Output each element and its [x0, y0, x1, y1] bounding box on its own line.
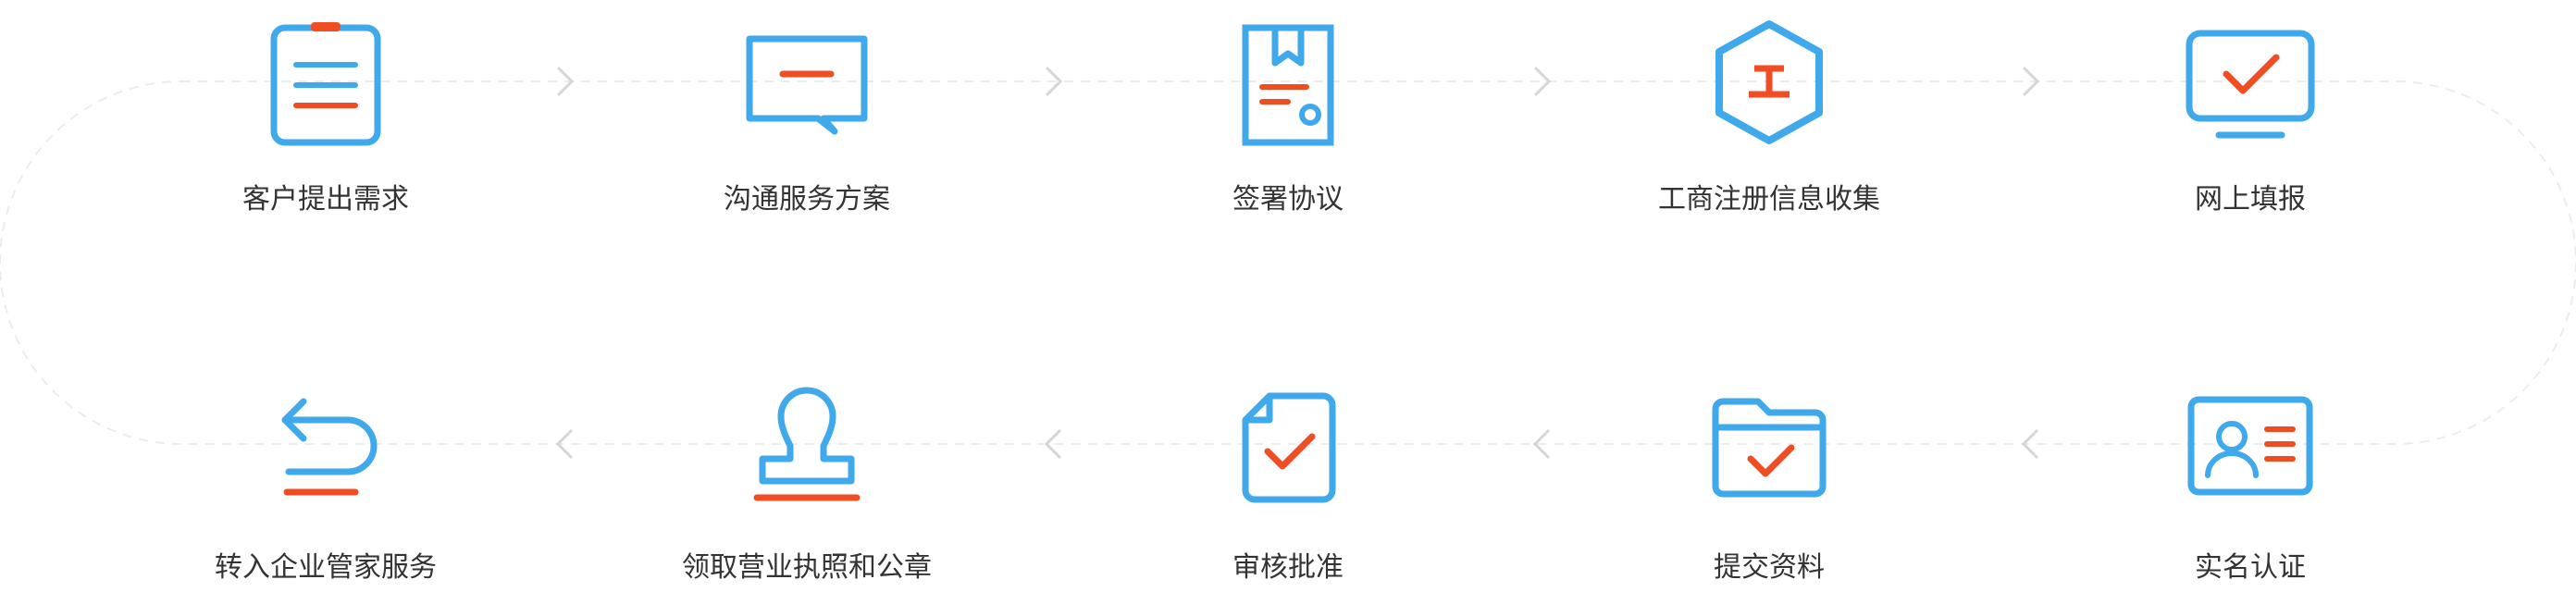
step-label: 审核批准	[1232, 551, 1344, 584]
chevron-right-icon	[1533, 66, 1552, 97]
chevron-right-icon	[2022, 66, 2040, 97]
chevron-left-icon	[555, 428, 574, 460]
step-label: 沟通服务方案	[724, 183, 890, 216]
chevron-left-icon	[1532, 428, 1551, 460]
chevron-right-icon	[1045, 66, 1063, 97]
step-label: 转入企业管家服务	[215, 551, 437, 584]
return-arrow-icon	[281, 398, 378, 496]
clipboard-list-icon	[270, 22, 381, 146]
step-label: 工商注册信息收集	[1658, 183, 1880, 216]
folder-check-icon	[1712, 398, 1827, 498]
document-check-icon	[1242, 392, 1336, 503]
step-label: 实名认证	[2195, 551, 2306, 584]
id-card-icon	[2187, 396, 2313, 496]
step-label: 提交资料	[1714, 551, 1825, 584]
chevron-left-icon	[1044, 428, 1062, 460]
chevron-left-icon	[2021, 428, 2039, 460]
step-label: 签署协议	[1232, 183, 1344, 216]
monitor-check-icon	[2186, 30, 2315, 139]
stamp-icon	[753, 387, 861, 501]
step-label: 领取营业执照和公章	[682, 551, 932, 584]
hexagon-badge-icon	[1715, 20, 1823, 144]
chevron-right-icon	[556, 66, 575, 97]
step-label: 网上填报	[2195, 183, 2306, 216]
chat-bubble-icon	[746, 35, 868, 135]
contract-document-icon	[1242, 24, 1334, 146]
step-label: 客户提出需求	[242, 183, 409, 216]
